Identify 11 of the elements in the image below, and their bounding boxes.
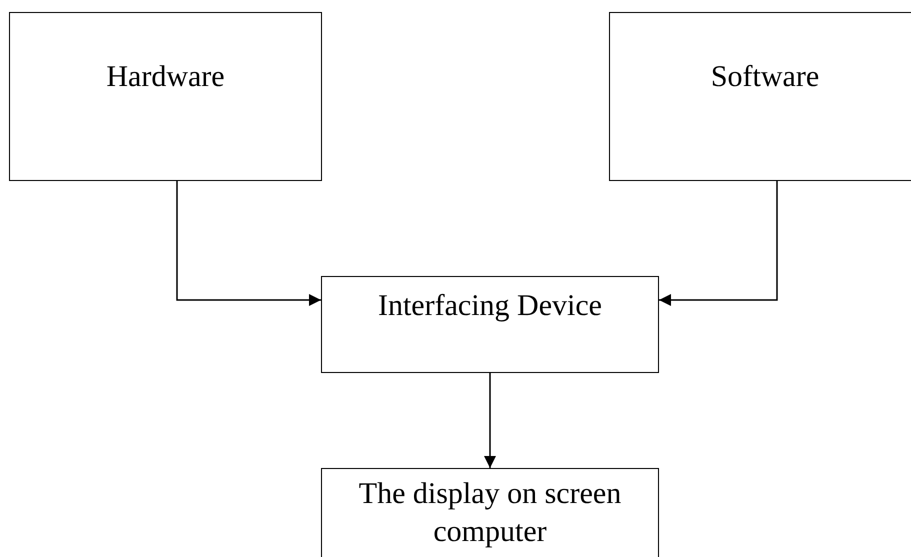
process-box: [321, 468, 659, 557]
box-label: Software: [710, 59, 820, 95]
process-box: [9, 12, 322, 181]
process-box: [321, 276, 659, 373]
process-box: [609, 12, 911, 181]
arrow: [484, 373, 496, 468]
arrow: [659, 181, 778, 306]
box-label: Hardware: [105, 59, 226, 95]
box-label: Interfacing Device: [376, 288, 604, 324]
box-label: The display on screen computer: [358, 476, 622, 550]
arrow: [176, 181, 321, 306]
